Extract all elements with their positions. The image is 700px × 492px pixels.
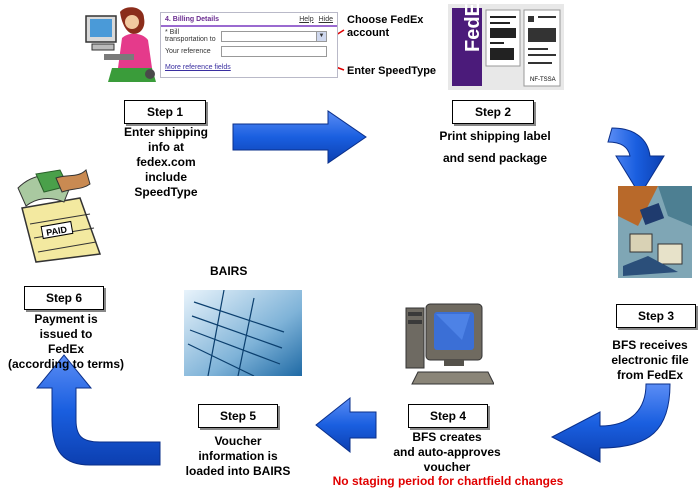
billing-form-header: 4. Billing Details Help Hide (161, 13, 337, 27)
fedex-label-image: FedEx NF-TSSA (448, 4, 564, 90)
bairs-title: BAIRS (210, 264, 248, 278)
bairs-screen-image (184, 290, 302, 376)
step1-box: Step 1 (124, 100, 206, 124)
no-staging-note: No staging period for chartfield changes (332, 474, 564, 488)
hide-link[interactable]: Hide (318, 15, 333, 23)
bill-transport-label: * Bill transportation to (165, 29, 216, 43)
arrow-step5-to-step6 (35, 354, 161, 466)
arrow-step1-to-step2 (232, 110, 367, 164)
step6-box: Step 6 (24, 286, 104, 310)
callout-enter-speedtype: Enter SpeedType (347, 65, 437, 77)
arrow-step3-to-step4 (550, 383, 671, 463)
step2-box: Step 2 (452, 100, 534, 124)
bill-transport-select[interactable]: ▼ (221, 30, 327, 42)
billing-form-title: 4. Billing Details (165, 15, 220, 23)
step3-box: Step 3 (616, 304, 696, 328)
paid-invoice-icon: PAID (17, 169, 102, 263)
arrow-step2-to-step3 (607, 127, 665, 196)
label-code: NF-TSSA (530, 77, 556, 83)
step4-box: Step 4 (408, 404, 488, 428)
billing-details-form: 4. Billing Details Help Hide * Bill tran… (160, 12, 338, 78)
desktop-computer-icon (405, 303, 494, 385)
help-link[interactable]: Help (299, 15, 314, 23)
your-reference-field[interactable] (221, 45, 327, 57)
fedex-logo: FedEx (462, 4, 484, 52)
your-reference-label: Your reference (165, 47, 211, 55)
more-reference-fields-link[interactable]: More reference fields (165, 64, 231, 71)
step5-box: Step 5 (198, 404, 278, 428)
electronic-file-image (618, 186, 692, 278)
person-computer-icon (85, 7, 156, 82)
chevron-down-icon[interactable]: ▼ (316, 31, 326, 41)
callout-choose-fedex: Choose FedEx account (347, 14, 424, 39)
arrow-step4-to-step5 (315, 396, 377, 454)
paid-stamp: PAID (45, 224, 68, 238)
